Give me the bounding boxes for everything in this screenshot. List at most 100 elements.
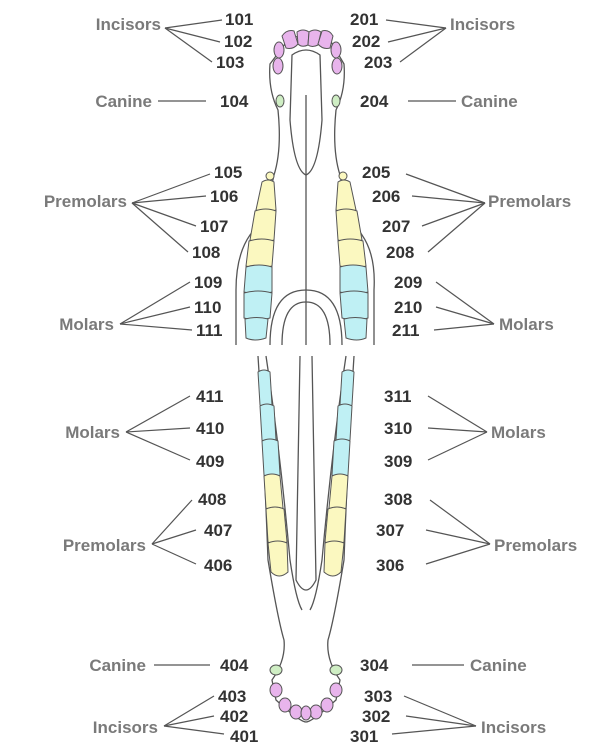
leader-line [126, 428, 190, 432]
leader-lines [120, 20, 494, 734]
lower-left-premolars-label: Premolars [63, 536, 146, 555]
upper-right-incisors-label: Incisors [450, 15, 515, 34]
incisor-tooth [270, 683, 282, 697]
molar-tooth [332, 439, 350, 478]
premolar-tooth [250, 209, 276, 242]
lower-left-molars [258, 370, 280, 478]
molar-tooth [344, 318, 367, 341]
tooth-number-309: 309 [384, 452, 412, 471]
incisor-tooth [331, 42, 341, 58]
tooth-number-109: 109 [194, 273, 222, 292]
molar-tooth [340, 265, 368, 294]
tooth-number-308: 308 [384, 490, 412, 509]
incisor-tooth [332, 58, 342, 74]
lower-right-premolars-label: Premolars [494, 536, 577, 555]
premolar-tooth [266, 507, 287, 545]
leader-line [152, 544, 196, 564]
leader-line [404, 696, 476, 726]
molar-tooth [244, 291, 272, 320]
lower-right-canine-label: Canine [470, 656, 527, 675]
tooth-number-306: 306 [376, 556, 404, 575]
leader-line [165, 28, 220, 42]
incisor-tooth [301, 706, 311, 720]
premolar-tooth [324, 541, 344, 576]
molar-tooth [340, 370, 354, 408]
upper-left-canine-label: Canine [95, 92, 152, 111]
canine-tooth [276, 95, 284, 107]
tooth-number-411: 411 [196, 387, 223, 406]
tooth-number-102: 102 [224, 32, 252, 51]
leader-line [428, 428, 487, 432]
tooth-number-104: 104 [220, 92, 249, 111]
group-labels: Incisors Canine Premolars Molars Incisor… [44, 15, 577, 737]
premolar-tooth [329, 474, 348, 511]
leader-line [126, 432, 190, 460]
leader-line [436, 282, 494, 324]
leader-line [120, 282, 190, 324]
lower-right-molars-label: Molars [491, 423, 546, 442]
upper-jaw [236, 30, 374, 345]
tooth-number-410: 410 [196, 419, 224, 438]
incisor-tooth [297, 30, 309, 46]
incisor-tooth [310, 705, 322, 719]
molar-tooth [262, 439, 280, 478]
upper-left-molars-label: Molars [59, 315, 114, 334]
leader-line [126, 396, 190, 432]
tooth-number-311: 311 [384, 387, 411, 406]
leader-line [120, 324, 192, 330]
molar-tooth [336, 404, 352, 443]
incisor-tooth [290, 705, 302, 719]
tooth-number-108: 108 [192, 243, 220, 262]
upper-right-molars [340, 265, 368, 340]
upper-left-premolars [246, 172, 276, 268]
tooth-number-208: 208 [386, 243, 414, 262]
tooth-number-404: 404 [220, 656, 249, 675]
canine-tooth [332, 95, 340, 107]
premolar-tooth [339, 172, 347, 180]
tooth-number-204: 204 [360, 92, 389, 111]
tooth-number-111: 111 [196, 321, 223, 340]
leader-line [164, 726, 224, 734]
molar-tooth [258, 370, 272, 408]
upper-left-incisors-label: Incisors [96, 15, 161, 34]
canine-tooth [270, 665, 282, 675]
tooth-number-106: 106 [210, 187, 238, 206]
tooth-number-402: 402 [220, 707, 248, 726]
molar-tooth [260, 404, 276, 443]
upper-right-premolars-label: Premolars [488, 192, 571, 211]
leader-line [426, 544, 490, 564]
tooth-number-206: 206 [372, 187, 400, 206]
lower-tongue-outline [296, 356, 316, 590]
lower-left-incisors-label: Incisors [93, 718, 158, 737]
tooth-number-406: 406 [204, 556, 232, 575]
tooth-number-201: 201 [350, 10, 378, 29]
premolar-tooth [246, 239, 274, 268]
molar-tooth [244, 265, 272, 294]
leader-line [428, 396, 487, 432]
canine-tooth [330, 665, 342, 675]
lower-left-molars-label: Molars [65, 423, 120, 442]
leader-line [422, 203, 485, 226]
premolar-tooth [264, 474, 283, 511]
tooth-number-408: 408 [198, 490, 226, 509]
incisor-tooth [330, 683, 342, 697]
tooth-number-203: 203 [364, 53, 392, 72]
upper-left-molars [244, 265, 272, 340]
leader-line [165, 20, 222, 28]
lower-right-molars [332, 370, 354, 478]
tooth-number-105: 105 [214, 163, 242, 182]
lower-right-incisors-label: Incisors [481, 718, 546, 737]
tooth-number-107: 107 [200, 217, 228, 236]
premolar-tooth [256, 180, 276, 212]
tooth-number-207: 207 [382, 217, 410, 236]
tooth-number-303: 303 [364, 687, 392, 706]
premolar-tooth [336, 180, 356, 212]
tooth-numbers: 101 102 103 104 105 106 107 108 109 110 … [192, 10, 422, 746]
tooth-number-110: 110 [194, 298, 221, 317]
leader-line [132, 203, 196, 226]
leader-line [120, 307, 190, 324]
tooth-number-304: 304 [360, 656, 389, 675]
tooth-number-205: 205 [362, 163, 390, 182]
upper-right-molars-label: Molars [499, 315, 554, 334]
